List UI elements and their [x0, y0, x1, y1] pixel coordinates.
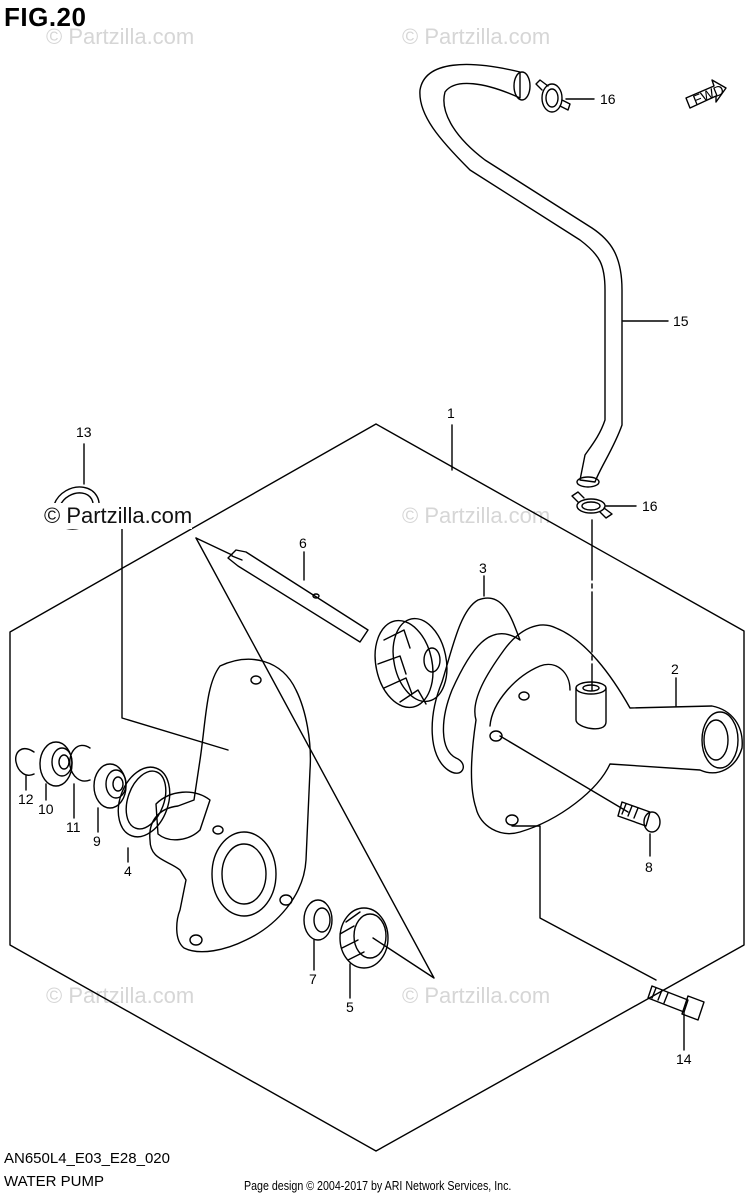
- clamp-16-bottom: [571, 491, 613, 519]
- hose-end-bottom: [576, 476, 600, 488]
- bearing-10: [39, 741, 73, 787]
- pump-cover: [470, 624, 743, 835]
- callout-6: 6: [299, 535, 307, 551]
- callout-7: 7: [309, 971, 317, 987]
- assembly-outline: [9, 423, 745, 1152]
- circlip-11: [69, 744, 91, 782]
- leader-line-13: [121, 527, 229, 751]
- callout-2: 2: [671, 661, 679, 677]
- callout-8: 8: [645, 859, 653, 875]
- callout-4: 4: [124, 863, 132, 879]
- callout-10: 10: [38, 801, 54, 817]
- diagram-code: AN650L4_E03_E28_020: [4, 1150, 170, 1167]
- bolt-14: [647, 985, 705, 1021]
- watermark: © Partzilla.com: [402, 983, 551, 1008]
- guide-line: [195, 537, 233, 556]
- callout-12: 12: [18, 791, 34, 807]
- callout-13: 13: [76, 424, 92, 440]
- oil-seal-7: [303, 899, 333, 941]
- watermark: © Partzilla.com: [402, 24, 551, 49]
- leader-line-cover-14: [511, 825, 657, 981]
- callout-3: 3: [479, 560, 487, 576]
- callout-9: 9: [93, 833, 101, 849]
- callout-16-bottom: 16: [642, 498, 658, 514]
- figure-title: FIG.20: [4, 2, 87, 32]
- o-ring-4: [117, 766, 171, 838]
- screw-8: [617, 801, 661, 833]
- hose-end-top: [513, 71, 531, 101]
- watermark: © Partzilla.com: [402, 503, 551, 528]
- credit-text: Page design © 2004-2017 by ARI Network S…: [244, 1178, 512, 1193]
- clamp-16-top: [535, 79, 571, 113]
- hose: [419, 63, 623, 483]
- callout-16-top: 16: [600, 91, 616, 107]
- mechanical-seal-5: [339, 907, 389, 969]
- circlip-12: [15, 748, 35, 776]
- callout-1: 1: [447, 405, 455, 421]
- callout-5: 5: [346, 999, 354, 1015]
- pump-body: [149, 658, 312, 953]
- diagram-caption: WATER PUMP: [4, 1173, 104, 1190]
- impeller-shaft: [227, 549, 369, 643]
- watermark-dark: © Partzilla.com: [44, 503, 193, 529]
- fwd-arrow-icon: [685, 79, 727, 109]
- guide-lines-v: [195, 537, 435, 979]
- watermark: © Partzilla.com: [46, 24, 195, 49]
- o-ring-3: [431, 597, 521, 774]
- callout-11: 11: [66, 819, 81, 835]
- leader-line-cover-8: [499, 735, 629, 813]
- fwd-label: FWD: [691, 81, 727, 108]
- bearing-9: [93, 763, 127, 809]
- watermark: © Partzilla.com: [46, 983, 195, 1008]
- callout-15: 15: [673, 313, 689, 329]
- impeller: [374, 617, 448, 709]
- body-boss: [155, 791, 211, 841]
- callout-14: 14: [676, 1051, 692, 1067]
